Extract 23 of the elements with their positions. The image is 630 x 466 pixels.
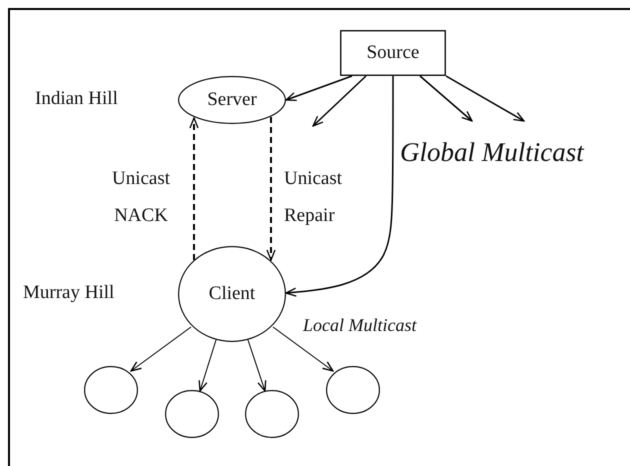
arrow — [266, 117, 276, 261]
arrow — [189, 117, 199, 260]
arrow — [285, 75, 352, 101]
node-label: Server — [207, 89, 257, 111]
location-label: Indian Hill — [35, 88, 118, 110]
arrow — [272, 326, 334, 372]
node-label: Client — [208, 283, 256, 305]
multicast-label: Local Multicast — [303, 315, 416, 336]
arrow — [312, 75, 367, 127]
arrow — [130, 326, 192, 372]
circle-node — [165, 390, 219, 438]
arrow — [285, 76, 394, 297]
circle-node — [84, 366, 138, 414]
multicast-label: Global Multicast — [400, 137, 584, 168]
circle-node — [245, 390, 299, 438]
arrow — [248, 340, 266, 392]
arrow — [198, 340, 216, 392]
arrow — [446, 75, 525, 122]
arrow — [420, 75, 473, 122]
node-label: Source — [366, 42, 420, 64]
location-label: Murray Hill — [23, 282, 114, 304]
process-box — [340, 30, 446, 76]
circle-node — [326, 366, 380, 414]
